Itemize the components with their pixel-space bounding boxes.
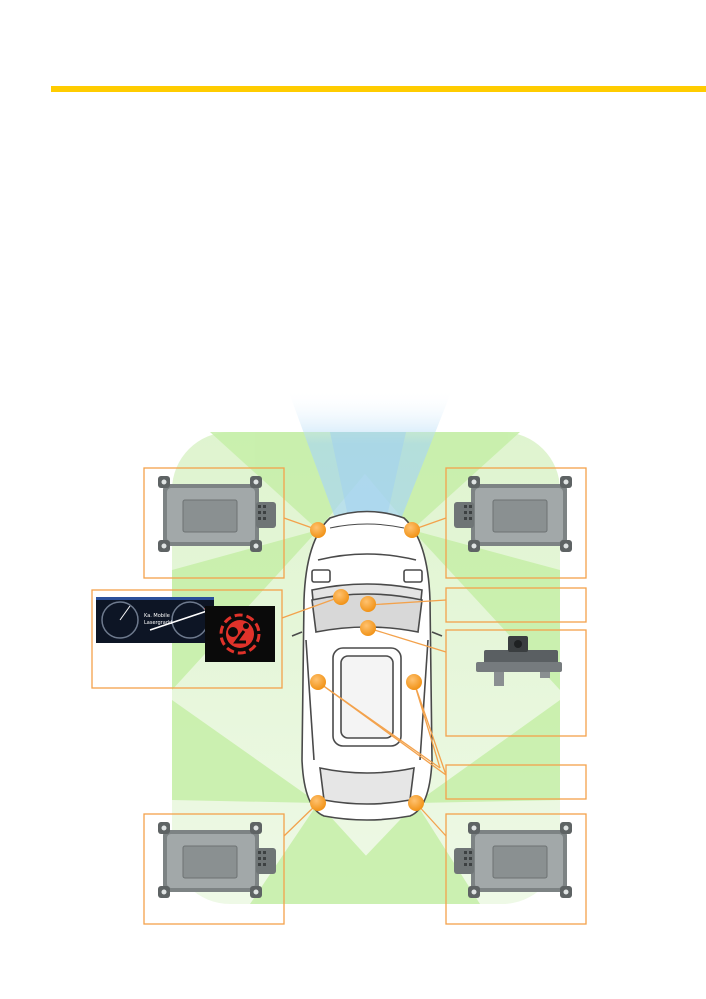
top-accent-rule (51, 86, 706, 92)
rear-right-radar-module-image (453, 821, 573, 899)
front-right-radar-module-image (453, 475, 573, 553)
cluster-line-2: Lasergradd (144, 620, 172, 626)
instrument-cluster-image: Ka. Mobile Lasergradd (96, 597, 275, 662)
airbag-warning-icon (219, 613, 261, 655)
sensor-marker-rear-left (310, 795, 326, 811)
sensor-marker-front-right (404, 522, 420, 538)
sensor-markers (310, 522, 424, 811)
sensor-marker-front-left (310, 522, 326, 538)
sensor-marker-windshield-camera (360, 620, 376, 636)
rear-left-radar-module-image (157, 821, 277, 899)
sensor-marker-side-right (406, 674, 422, 690)
sensor-marker-windshield-top (360, 596, 376, 612)
front-left-radar-module-image (157, 475, 277, 553)
vehicle-top-view (291, 510, 443, 821)
sensor-marker-rear-right (408, 795, 424, 811)
callout-boxes (91, 467, 587, 925)
windshield-camera-image (476, 636, 562, 686)
sensor-marker-dashboard (333, 589, 349, 605)
sensor-marker-side-left (310, 674, 326, 690)
cluster-line-1: Ka. Mobile (144, 613, 170, 619)
